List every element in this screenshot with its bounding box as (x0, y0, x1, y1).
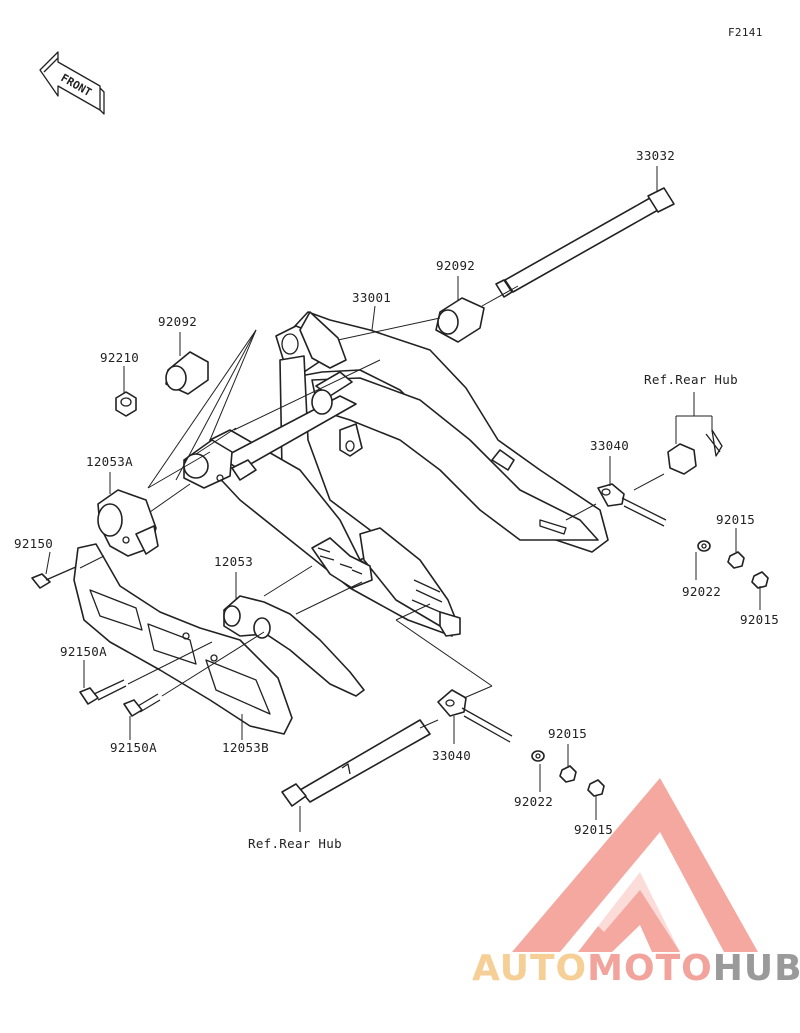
label-92150A-b: 92150A (110, 740, 157, 755)
front-label: FRONT (59, 71, 95, 99)
label-12053A: 12053A (86, 454, 133, 469)
washer-92022-bottom (531, 750, 545, 762)
label-ref-rear-hub-bottom[interactable]: Ref.Rear Hub (248, 836, 342, 851)
watermark-hub: HUB (712, 948, 800, 989)
chain-guide-block-12053A (97, 489, 159, 557)
label-92022-bottom: 92022 (514, 794, 554, 809)
castle-nut (667, 443, 697, 475)
rear-axle-bottom (281, 719, 431, 807)
watermark-auto: AUTO (472, 948, 588, 989)
watermark-wordmark: AUTOMOTOHUB (472, 948, 800, 989)
bushing-top (435, 297, 485, 343)
bolt-92150 (31, 565, 79, 589)
washer-92022-top (697, 540, 711, 552)
label-92015-c: 92015 (548, 726, 588, 741)
label-92150: 92150 (14, 536, 54, 551)
chain-adjuster-bottom (437, 689, 513, 743)
nut-92015-d (587, 779, 605, 797)
label-33001: 33001 (352, 290, 392, 305)
chain-adjuster-top (597, 483, 667, 527)
chain-guide-12053 (223, 595, 365, 697)
label-92015-d: 92015 (574, 822, 614, 837)
swingarm-pivot-shaft (495, 187, 675, 298)
label-92015-b: 92015 (740, 612, 780, 627)
label-33040-top: 33040 (590, 438, 630, 453)
label-12053: 12053 (214, 554, 254, 569)
swingarm-33001 (183, 311, 609, 637)
cotter-pin (705, 429, 723, 457)
nut-92210 (115, 391, 137, 417)
label-33032: 33032 (636, 148, 676, 163)
label-92092-left: 92092 (158, 314, 198, 329)
label-92092-top: 92092 (436, 258, 476, 273)
leader-lines (45, 166, 761, 832)
bushing-left (165, 351, 209, 395)
nut-92015-c (559, 765, 577, 783)
figure-code: F2141 (728, 26, 763, 39)
watermark-logo (512, 778, 758, 952)
bolt-92150A-b (123, 693, 161, 717)
nut-92015-a (727, 551, 745, 569)
label-92210: 92210 (100, 350, 140, 365)
chain-guide-plate-12053B (73, 543, 293, 735)
front-arrow-icon (39, 51, 105, 115)
label-92150A-a: 92150A (60, 644, 107, 659)
label-33040-bottom: 33040 (432, 748, 472, 763)
label-92015-a: 92015 (716, 512, 756, 527)
label-12053B: 12053B (222, 740, 269, 755)
label-ref-rear-hub-top[interactable]: Ref.Rear Hub (644, 372, 738, 387)
nut-92015-b (751, 571, 769, 589)
label-92022-top: 92022 (682, 584, 722, 599)
watermark-moto: MOTO (587, 948, 713, 989)
bolt-92150A-a (79, 679, 127, 705)
